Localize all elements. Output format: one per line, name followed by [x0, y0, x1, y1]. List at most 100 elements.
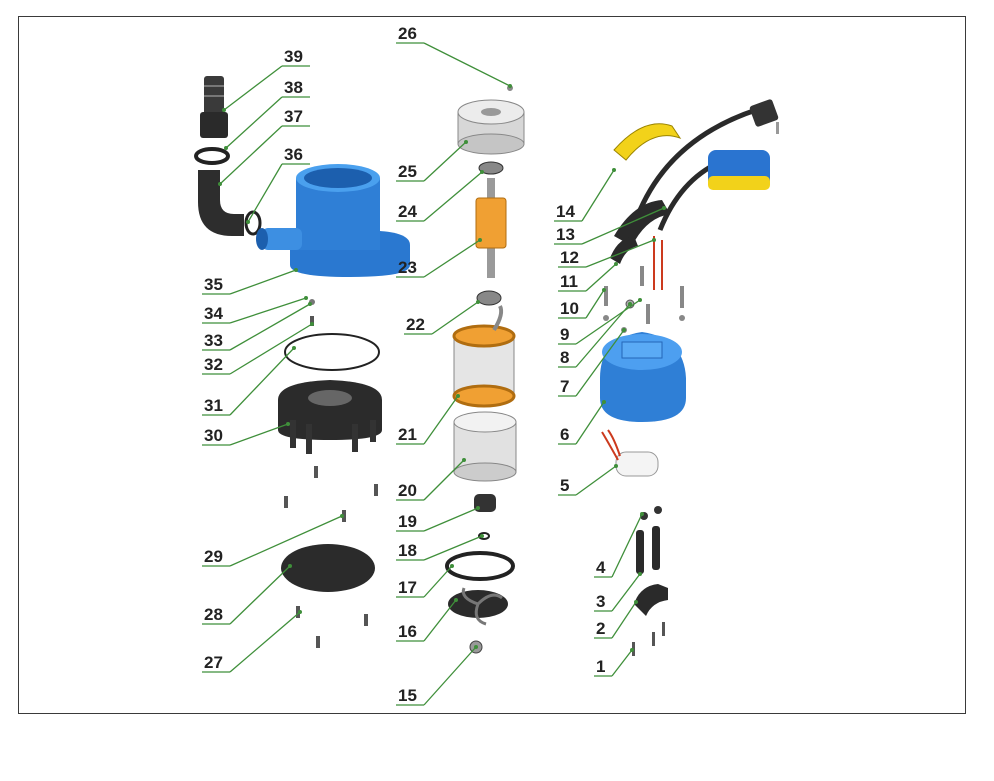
leader-line: [575, 303, 631, 368]
washer-part: [603, 315, 609, 321]
part-label-25: 25: [398, 162, 417, 181]
part-label-23: 23: [398, 258, 417, 277]
leader-line: [229, 515, 343, 567]
part-label-35: 35: [204, 275, 223, 294]
part-label-13: 13: [556, 225, 575, 244]
bearing-part: [476, 290, 502, 306]
leader-line: [223, 65, 283, 111]
leader-line: [229, 565, 291, 625]
leader-arrowhead: [480, 170, 484, 174]
leader-line: [611, 649, 633, 677]
part-label-29: 29: [204, 547, 223, 566]
screw-part: [284, 496, 288, 508]
screw-part: [310, 316, 314, 326]
small-ring-part: [478, 532, 490, 540]
part-label-1: 1: [596, 657, 605, 676]
leader-line: [229, 269, 297, 295]
leader-arrowhead: [476, 506, 480, 510]
large-o-ring-part: [284, 333, 380, 371]
part-label-4: 4: [596, 558, 606, 577]
part-label-20: 20: [398, 481, 417, 500]
part-label-21: 21: [398, 425, 417, 444]
leader-line: [229, 347, 295, 416]
part-label-18: 18: [398, 541, 417, 560]
part-label-12: 12: [560, 248, 579, 267]
leader-line: [423, 599, 457, 642]
motor-housing-part: [600, 332, 686, 422]
capacitor-part: [601, 429, 659, 477]
part-label-24: 24: [398, 202, 417, 221]
leader-arrowhead: [304, 296, 308, 300]
part-label-37: 37: [284, 107, 303, 126]
part-label-2: 2: [596, 619, 605, 638]
leader-line: [611, 601, 637, 639]
part-label-8: 8: [560, 348, 569, 367]
leader-arrowhead: [612, 168, 616, 172]
leader-line: [575, 329, 625, 397]
leader-line: [431, 301, 479, 335]
base-plate-part: [281, 544, 375, 592]
leader-line: [225, 96, 283, 149]
leader-line: [247, 163, 283, 223]
leader-arrowhead: [298, 610, 302, 614]
part-label-28: 28: [204, 605, 223, 624]
part-label-14: 14: [556, 202, 575, 221]
callout-labels: 1234567891011121314151617181920212223242…: [202, 24, 666, 706]
leader-line: [423, 507, 479, 532]
leader-line: [423, 565, 453, 598]
screw-part: [680, 286, 684, 308]
leader-arrowhead: [622, 328, 626, 332]
bracket-part: [634, 584, 668, 616]
pump-housing-part: [256, 164, 410, 277]
leader-arrowhead: [508, 84, 512, 88]
leader-arrowhead: [602, 400, 606, 404]
leader-arrowhead: [614, 262, 618, 266]
screw-part: [662, 622, 665, 636]
part-label-19: 19: [398, 512, 417, 531]
screw-part: [640, 266, 644, 286]
leader-line: [575, 299, 641, 345]
o-ring-part: [445, 551, 515, 581]
leader-arrowhead: [474, 645, 478, 649]
part-label-15: 15: [398, 686, 417, 705]
leader-arrowhead: [638, 298, 642, 302]
part-label-27: 27: [204, 653, 223, 672]
stator-part: [452, 305, 516, 408]
washer-part: [679, 315, 685, 321]
leader-arrowhead: [288, 564, 292, 568]
leader-line: [423, 171, 483, 222]
part-label-16: 16: [398, 622, 417, 641]
part-label-7: 7: [560, 377, 569, 396]
leader-arrowhead: [478, 238, 482, 242]
leader-line: [611, 513, 643, 578]
part-label-34: 34: [204, 304, 223, 323]
elbow-connector-part: [198, 170, 244, 236]
bolt-part: [636, 530, 644, 574]
leader-arrowhead: [634, 600, 638, 604]
nut-part: [654, 506, 662, 514]
leader-arrowhead: [462, 458, 466, 462]
part-label-36: 36: [284, 145, 303, 164]
leader-line: [423, 459, 465, 501]
leader-line: [229, 423, 289, 446]
leader-line: [581, 169, 615, 222]
screw-part: [316, 636, 320, 648]
part-label-33: 33: [204, 331, 223, 350]
leader-line: [585, 263, 617, 292]
part-label-9: 9: [560, 325, 569, 344]
leader-line: [423, 239, 481, 278]
leader-arrowhead: [480, 534, 484, 538]
leader-arrowhead: [222, 108, 226, 112]
leader-arrowhead: [464, 140, 468, 144]
leader-line: [423, 395, 459, 445]
leader-arrowhead: [308, 302, 312, 306]
parts-illustration: [194, 76, 779, 656]
part-label-39: 39: [284, 47, 303, 66]
leader-arrowhead: [246, 220, 250, 224]
part-label-5: 5: [560, 476, 569, 495]
part-label-6: 6: [560, 425, 569, 444]
leader-arrowhead: [476, 300, 480, 304]
screw-part: [364, 614, 368, 626]
leader-line: [229, 303, 311, 351]
